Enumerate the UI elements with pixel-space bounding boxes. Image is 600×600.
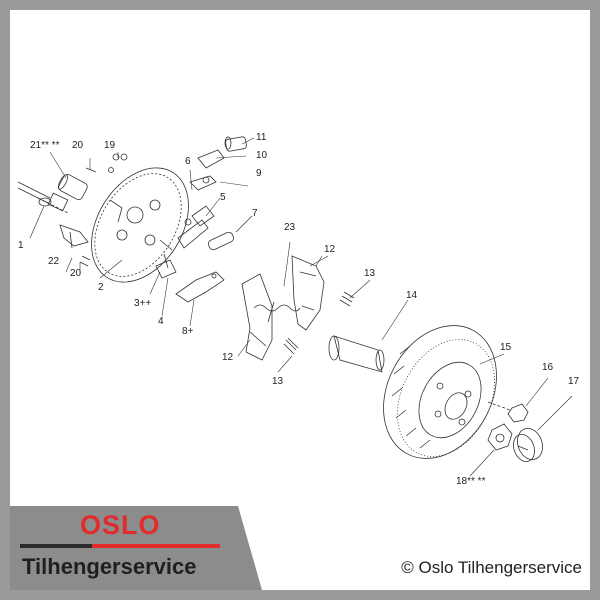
- part-pin: [208, 231, 234, 251]
- label-part-7: 7: [252, 208, 258, 219]
- label-part-10: 10: [256, 150, 268, 161]
- part-adjuster: [283, 291, 355, 355]
- label-part-18: 18** **: [456, 476, 486, 487]
- logo-wordmark-top: OSLO: [80, 510, 161, 540]
- label-part-21: 21** **: [30, 140, 60, 151]
- label-part-8: 8+: [182, 326, 194, 337]
- label-part-9: 9: [256, 168, 262, 179]
- part-brake-shoe: [241, 255, 325, 361]
- part-dust-cap: [513, 428, 543, 462]
- part-spring: [253, 301, 301, 323]
- label-part-23: 23: [284, 222, 296, 233]
- part-wheel-nut: [487, 401, 529, 423]
- label-part-2: 2: [98, 282, 104, 293]
- label-part-17: 17: [568, 376, 580, 387]
- copyright-text: © Oslo Tilhengerservice: [401, 558, 582, 577]
- label-part-12-b: 12: [324, 244, 336, 255]
- label-part-4: 4: [158, 316, 164, 327]
- part-sleeve: [58, 173, 88, 201]
- exploded-parts-diagram: 1 2 3++ 4 5 6 7 8+ 9 10 11 12 12 13 13 1…: [17, 132, 580, 487]
- logo-divider-dark: [20, 544, 92, 548]
- label-part-19: 19: [104, 140, 116, 151]
- label-part-3: 3++: [134, 298, 151, 309]
- part-lever: [59, 224, 89, 249]
- part-bolt: [79, 153, 128, 267]
- logo-wordmark-bottom: Tilhengerservice: [22, 554, 197, 579]
- part-connector: [189, 136, 247, 191]
- label-part-20-a: 20: [72, 140, 84, 151]
- label-part-13-a: 13: [272, 376, 284, 387]
- leader-lines: [29, 137, 573, 477]
- label-part-20-b: 20: [70, 268, 82, 279]
- part-brake-drum: [383, 325, 497, 459]
- label-part-1: 1: [18, 240, 24, 251]
- part-cable: [17, 181, 69, 214]
- part-backing-plate: [91, 167, 189, 283]
- label-part-5: 5: [220, 192, 226, 203]
- part-expander: [155, 205, 215, 279]
- label-part-16: 16: [542, 362, 554, 373]
- label-part-13-b: 13: [364, 268, 376, 279]
- label-part-14: 14: [406, 290, 418, 301]
- diagram-panel: 1 2 3++ 4 5 6 7 8+ 9 10 11 12 12 13 13 1…: [10, 10, 590, 506]
- logo-divider-red: [92, 544, 220, 548]
- footer: OSLO Tilhengerservice © Oslo Tilhengerse…: [10, 506, 590, 590]
- part-hub-nut: [487, 423, 513, 451]
- part-axle-stub: [328, 335, 385, 373]
- label-part-15: 15: [500, 342, 512, 353]
- label-part-11: 11: [256, 132, 267, 143]
- part-shoe-lever: [175, 271, 225, 303]
- label-part-12-a: 12: [222, 352, 234, 363]
- label-part-6: 6: [185, 156, 191, 167]
- label-part-22: 22: [48, 256, 60, 267]
- brand-logo: OSLO Tilhengerservice: [10, 506, 262, 590]
